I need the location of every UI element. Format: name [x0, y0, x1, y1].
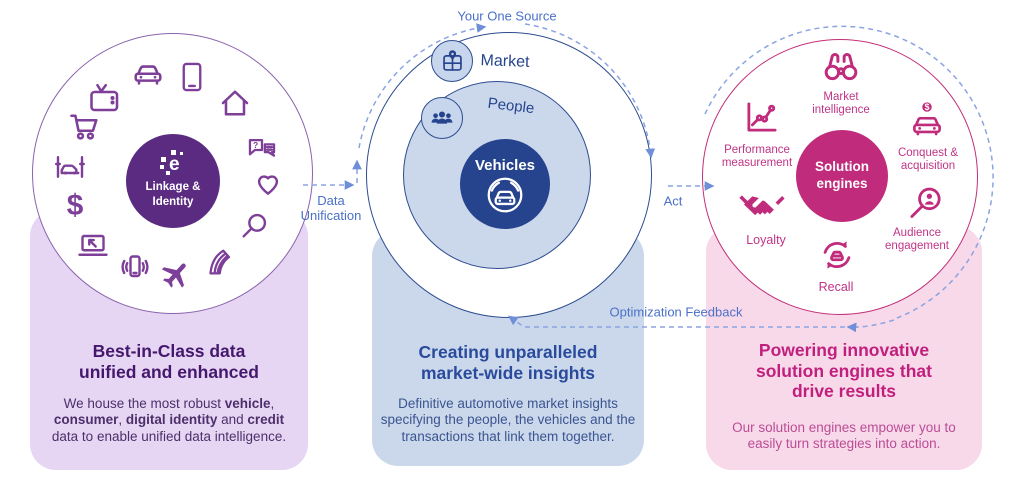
tablet-icon	[182, 62, 202, 92]
market-intelligence-label: Market intelligence	[812, 91, 870, 116]
data-unification-label: Data Unification	[300, 193, 362, 223]
tv-icon	[90, 83, 119, 112]
left-card-body: We house the most robust vehicle, consum…	[51, 396, 287, 444]
logo-square	[160, 165, 164, 170]
vehicles-label: Vehicles	[474, 156, 536, 174]
logo-square	[171, 150, 176, 155]
market-ring-label: Market	[480, 52, 530, 71]
audience-engagement-label: Audience engagement	[885, 227, 949, 252]
recall-arrows-icon	[823, 241, 851, 269]
people-group-icon	[431, 111, 453, 124]
linkage-identity-hub: e Linkage & Identity	[126, 134, 220, 228]
car-dollar-icon: $	[913, 102, 941, 136]
svg-text:$: $	[925, 102, 930, 112]
vehicles-hub: Vehicles	[460, 139, 550, 229]
handshake-icon	[739, 195, 785, 216]
chat-icon: ?	[248, 138, 276, 157]
mobile-signal-icon	[121, 255, 149, 278]
logo-square	[180, 152, 183, 156]
dollar-icon: $	[67, 189, 84, 222]
plane-icon	[161, 263, 186, 288]
hub-title: Solution engines	[815, 159, 869, 191]
search-icon	[242, 213, 267, 238]
right-card-body: Our solution engines empower you to easi…	[732, 420, 956, 452]
audience-magnifier-icon	[910, 187, 941, 218]
performance-chart-icon	[747, 102, 777, 132]
optimization-feedback-label: Optimization Feedback	[609, 304, 743, 320]
middle-card-body: Definitive automotive market insights sp…	[380, 396, 636, 444]
your-one-source-label: Your One Source	[457, 8, 557, 24]
map-pin-icon	[442, 49, 462, 71]
house-icon	[221, 90, 249, 116]
market-icon-badge	[431, 40, 473, 82]
car-icon	[134, 65, 162, 85]
loyalty-label: Loyalty	[746, 233, 786, 247]
left-card-heading: Best-in-Class data unified and enhanced	[79, 341, 259, 382]
vehicles-icon	[487, 177, 523, 212]
logo-square	[161, 157, 166, 163]
hub-title: Linkage & Identity	[145, 181, 201, 208]
heart-icon	[257, 175, 279, 195]
right-card-heading: Powering innovative solution engines tha…	[756, 340, 932, 402]
people-icon-badge	[421, 97, 463, 139]
middle-card-heading: Creating unparalleled market-wide insigh…	[418, 342, 598, 383]
recall-label: Recall	[818, 280, 854, 294]
laptop-icon	[78, 234, 108, 256]
conquest-acquisition-label: Conquest & acquisition	[897, 147, 959, 172]
car-service-icon	[55, 156, 85, 178]
binoculars-icon	[824, 52, 858, 81]
experian-logo: e	[158, 150, 188, 179]
solution-engines-hub: Solution engines	[796, 130, 888, 222]
performance-measurement-label: Performance measurement	[721, 144, 793, 169]
shopping-cart-icon	[70, 114, 98, 140]
brochure-icon	[209, 249, 231, 275]
logo-square	[166, 171, 170, 175]
svg-text:?: ?	[253, 140, 258, 150]
svg-text:$: $	[67, 189, 84, 222]
act-label: Act	[663, 193, 683, 209]
